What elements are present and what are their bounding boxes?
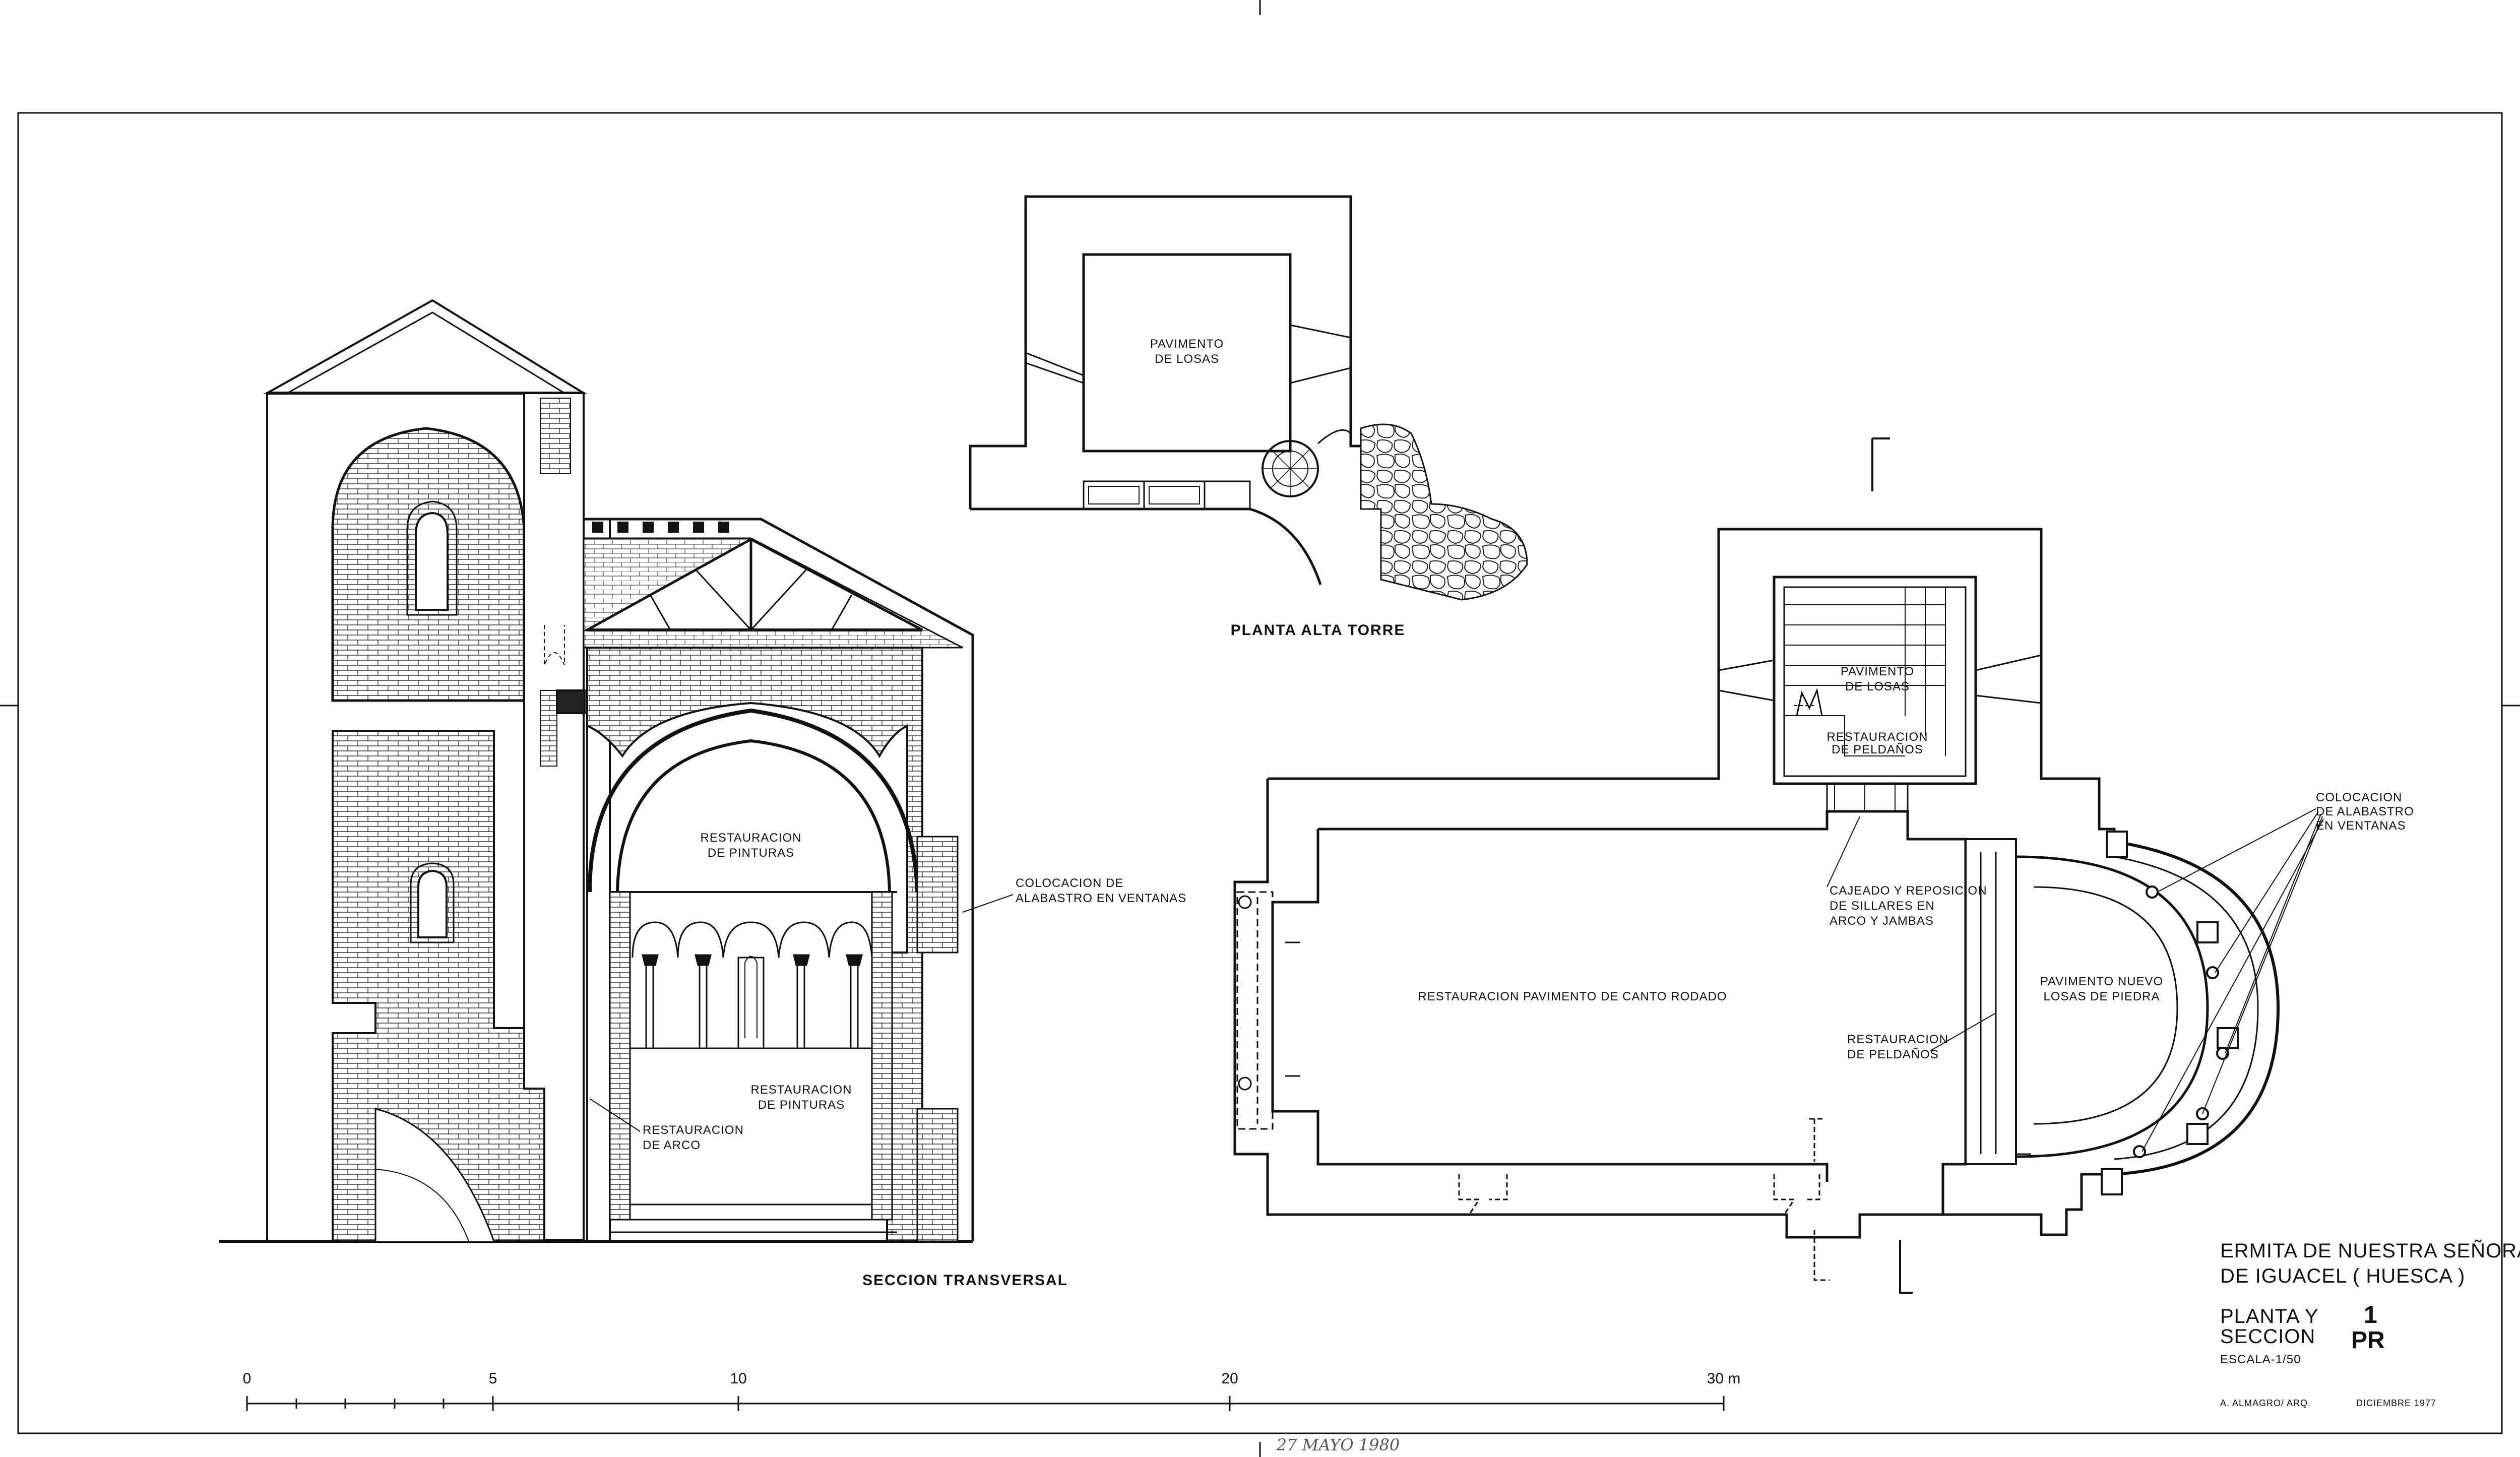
plan-label-apse-floor: PAVIMENTO NUEVO [2040,975,2163,988]
plan-label-cajeado: CAJEADO Y REPOSICION [1830,884,1987,898]
main-plan-drawing [1233,437,2280,1294]
tower-plan-title: PLANTA ALTA TORRE [1231,622,1406,639]
plan-label-nave: RESTAURACION PAVIMENTO DE CANTO RODADO [1418,990,1727,1003]
tower-upper-plan-drawing [969,195,1528,601]
date-label: DICIEMBRE 1977 [2356,1398,2436,1408]
section-label-arco: RESTAURACION [643,1123,744,1137]
drawing-kind: PLANTA Y [2220,1305,2319,1327]
sheet-code: PR [2351,1327,2385,1354]
title-block: ERMITA DE NUESTRA SEÑORA DE IGUACEL ( HU… [2220,1239,2520,1408]
section-label-arco-line2: DE ARCO [643,1138,701,1152]
plan-label-alabastro-line2: DE ALABASTRO [2316,805,2414,818]
section-label-alabastro-line2: ALABASTRO EN VENTANAS [1016,892,1186,905]
tower-plan-floor-label: PAVIMENTO [1150,337,1224,351]
plan-label-cajeado-line2: DE SILLARES EN [1830,899,1935,913]
plan-label-apse-floor-line2: LOSAS DE PIEDRA [2043,990,2160,1003]
plan-annotation-leaders [1826,808,2324,1152]
author-label: A. ALMAGRO/ ARQ. [2220,1398,2311,1408]
section-annotation-leaders [589,894,1014,1132]
plan-label-tower-floor-line2: DE LOSAS [1845,680,1910,693]
drawing-kind-line2: SECCION [2220,1325,2315,1348]
title-line1: ERMITA DE NUESTRA SEÑORA [2220,1239,2520,1262]
scale-tick-30: 30 m [1707,1370,1741,1387]
plan-label-tower-steps: RESTAURACION [1827,730,1928,744]
tower-plan-floor-label-line2: DE LOSAS [1155,352,1219,366]
section-label-alabastro: COLOCACION DE [1016,876,1123,890]
scale-tick-5: 5 [489,1370,497,1387]
title-line2: DE IGUACEL ( HUESCA ) [2220,1265,2465,1287]
apse-arcade [630,921,873,1049]
plan-label-cajeado-line3: ARCO Y JAMBAS [1830,914,1934,928]
section-label-pinturas-top: RESTAURACION [701,831,802,845]
plan-label-steps-line2: DE PELDAÑOS [1847,1048,1939,1061]
scale-label: ESCALA-1/50 [2220,1353,2301,1366]
plan-label-tower-steps-line2: DE PELDAÑOS [1832,743,1923,756]
sheet-number: 1 [2364,1302,2377,1328]
section-label-pinturas-top-line2: DE PINTURAS [708,846,794,860]
cornice-modillions [592,522,729,533]
date-stamp: 27 MAYO 1980 [1276,1435,1400,1454]
plan-label-alabastro: COLOCACION [2316,791,2402,804]
plan-label-alabastro-line3: EN VENTANAS [2316,819,2406,833]
scale-tick-0: 0 [243,1370,251,1387]
scale-tick-20: 20 [1221,1370,1238,1387]
plan-label-steps: RESTAURACION [1847,1033,1948,1046]
transverse-section-drawing [219,299,974,1243]
section-label-pinturas-bottom-line2: DE PINTURAS [758,1098,845,1112]
apse-buttresses [2101,831,2239,1195]
plan-label-tower-floor: PAVIMENTO [1841,665,1914,678]
scale-tick-10: 10 [730,1370,746,1387]
scale-bar [246,1396,1725,1411]
section-title: SECCION TRANSVERSAL [862,1272,1068,1289]
section-label-pinturas-bottom: RESTAURACION [751,1083,852,1097]
